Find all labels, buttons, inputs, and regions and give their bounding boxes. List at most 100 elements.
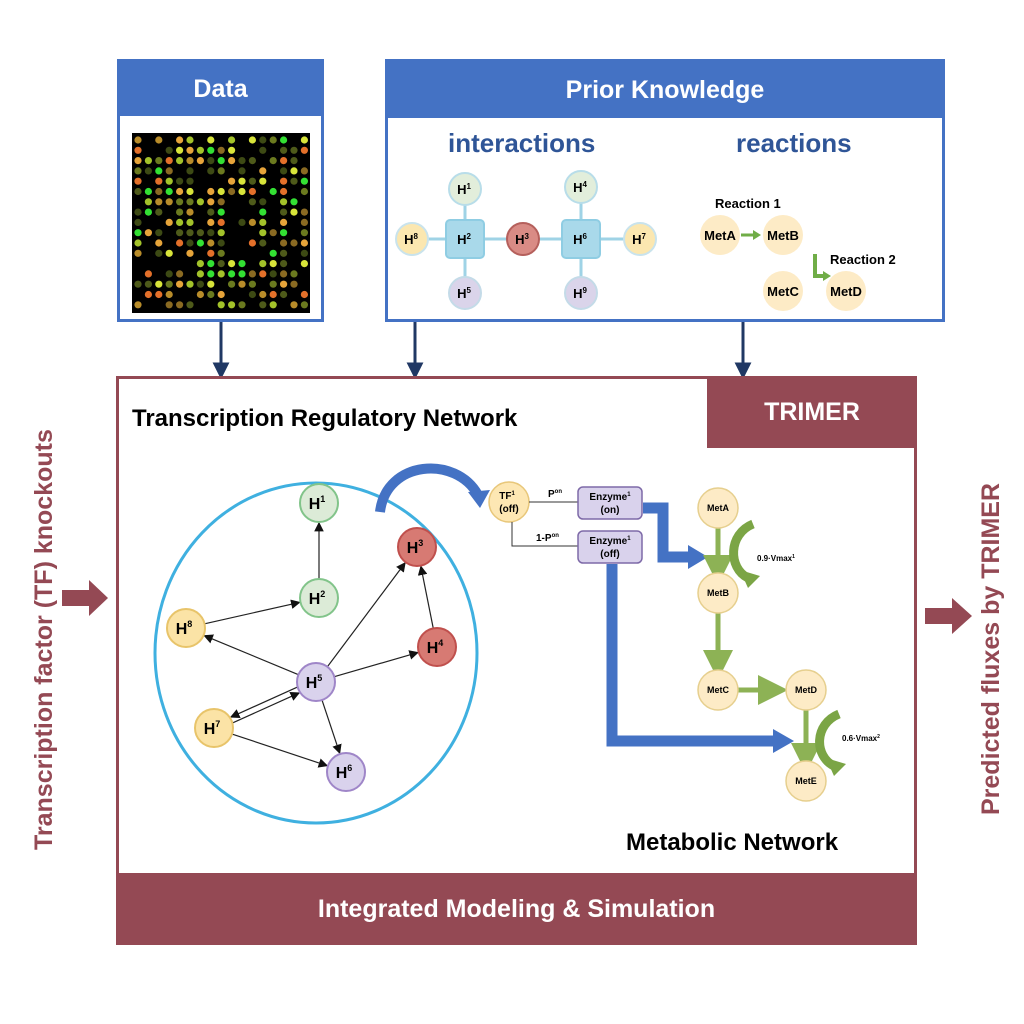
prior-knowledge-title: Prior Knowledge [388, 62, 942, 118]
metabolite-node [700, 215, 740, 255]
microarray-spot [259, 290, 267, 299]
microarray-spot [290, 239, 298, 247]
microarray-spot [280, 270, 288, 278]
microarray-spot [196, 229, 204, 237]
data-panel: Data [117, 59, 324, 322]
microarray-spot [259, 208, 267, 216]
interaction-node [561, 219, 601, 259]
microarray-spot [155, 136, 163, 144]
microarray-spot [280, 198, 288, 206]
microarray-spot [217, 208, 225, 216]
microarray-spot [176, 177, 184, 185]
microarray-spot [259, 218, 267, 226]
microarray-spot [217, 239, 225, 247]
microarray-spot [269, 136, 277, 144]
microarray-spot [165, 187, 173, 196]
microarray-spot [228, 157, 236, 165]
microarray-spot [176, 270, 184, 278]
interaction-node [445, 219, 485, 259]
p-on-label: Pon [548, 489, 562, 500]
trimer-badge: TRIMER [707, 376, 917, 448]
trn-node-h1 [299, 483, 339, 523]
microarray-spot [134, 229, 142, 237]
microarray-spot [248, 239, 256, 247]
microarray-spot [217, 301, 225, 309]
microarray-spot [186, 198, 194, 206]
trn-edge-h5-h7 [229, 686, 298, 718]
arrowhead [826, 758, 846, 776]
reactions-diagram: Reaction 1 MetA MetB Reaction 2 MetC Met… [700, 196, 896, 311]
microarray-spot [165, 218, 173, 226]
microarray-spot [144, 198, 152, 206]
microarray-spot [134, 177, 142, 185]
interactions-label: interactions [448, 128, 596, 158]
microarray-spot [280, 290, 288, 299]
enzyme-on-box [577, 486, 643, 520]
reaction-arrow [813, 254, 824, 278]
microarray-spot [259, 270, 267, 278]
integrated-model-panel: Transcription Regulatory Network TRIMER … [116, 376, 917, 945]
microarray-spot [228, 280, 236, 288]
vmax1-label: 0.9·Vmax1 [757, 554, 795, 563]
trn-node-label: H7 [204, 719, 221, 738]
metabolite-label: MetD [795, 685, 817, 695]
microarray-spot [290, 301, 298, 309]
microarray-spot [238, 280, 246, 288]
reaction-arrowhead [753, 230, 761, 240]
arrowhead [773, 729, 794, 753]
trn-edges [203, 521, 434, 768]
microarray-spot [280, 249, 288, 257]
trn-node-h2 [299, 578, 339, 618]
microarray-spot [259, 301, 267, 309]
metabolite-metc [697, 669, 739, 711]
microarray-spot [228, 187, 236, 196]
microarray-spot [228, 270, 236, 278]
arrowhead [212, 362, 230, 380]
microarray-spot [165, 270, 173, 278]
trn-boundary-circle [153, 481, 479, 825]
microarray-spot [280, 136, 288, 144]
microarray-spot [207, 280, 215, 288]
microarray-spot [196, 260, 204, 268]
predicted-fluxes-label: Predicted fluxes by TRIMER [977, 482, 1005, 815]
microarray-spot [176, 146, 184, 154]
microarray-spot [155, 249, 163, 257]
microarray-spot [176, 229, 184, 237]
microarray-spot [207, 157, 215, 165]
microarray-spot [280, 229, 288, 237]
trn-node-label: H5 [306, 673, 323, 692]
microarray-spot [134, 187, 142, 196]
trn-node-h7 [194, 708, 234, 748]
microarray-spot [238, 218, 246, 226]
microarray-spot [155, 157, 163, 165]
microarray-spot [269, 280, 277, 288]
microarray-spot [300, 167, 308, 175]
microarray-spot [134, 301, 142, 309]
microarray-spot [165, 301, 173, 309]
enzyme-on-flux-arrow [643, 502, 691, 563]
trn-edge-h7-h6 [231, 733, 329, 768]
metabolic-network-title: Metabolic Network [626, 829, 839, 856]
microarray-spot [207, 187, 215, 196]
interaction-node-label: H9 [573, 286, 587, 301]
microarray-spot [290, 177, 298, 185]
trn-edge-h5-h8 [203, 634, 299, 676]
microarray-spot [186, 187, 194, 196]
microarray-spot [259, 167, 267, 175]
arrowhead [468, 490, 490, 508]
microarray-spot [259, 260, 267, 268]
microarray-spot [259, 229, 267, 237]
microarray-spot [165, 157, 173, 165]
trn-node-h4 [417, 627, 457, 667]
microarray-spot [259, 146, 267, 154]
microarray-spot [259, 136, 267, 144]
microarray-spot [207, 270, 215, 278]
microarray-spot [228, 260, 236, 268]
trn-node-label: H2 [309, 589, 326, 608]
microarray-spot [248, 187, 256, 196]
microarray-spot [134, 280, 142, 288]
microarray-spot [176, 218, 184, 226]
enzyme-off-flux-arrow [606, 564, 776, 747]
